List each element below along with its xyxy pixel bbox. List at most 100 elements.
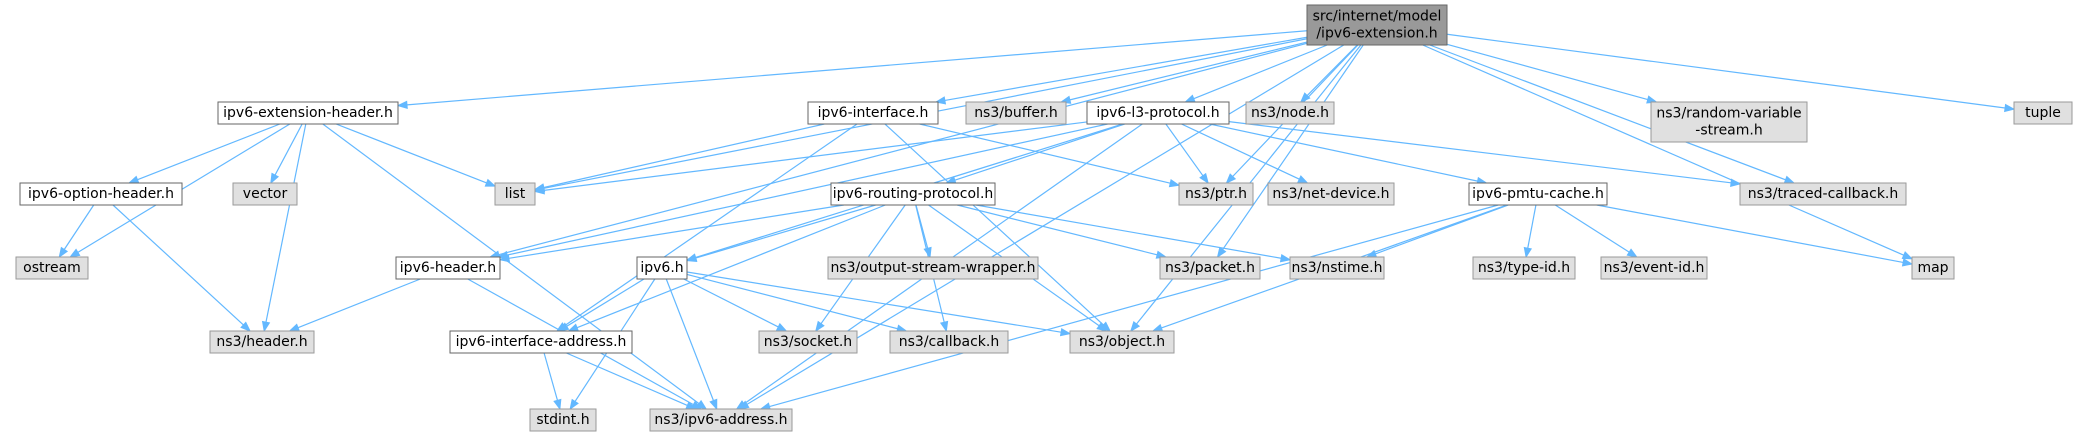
node-label-tuple: tuple <box>2025 105 2061 121</box>
arrowhead-routing-to-object <box>1096 322 1108 332</box>
node-box-socket <box>758 330 858 354</box>
arrowhead-l3-to-ipv6addr <box>735 400 747 410</box>
edge-root-to-tuple <box>1446 33 2006 109</box>
edge-root-to-ext_header <box>406 30 1308 106</box>
edge-pmtu-to-nstime <box>1375 204 1509 255</box>
arrowhead-routing-to-ipv6 <box>685 253 698 263</box>
edge-ext_header-to-list <box>335 123 487 184</box>
edge-root-to-packet <box>1222 44 1364 250</box>
edge-ifaceaddr-to-stdint <box>543 352 559 401</box>
node-label-object: ns3/object.h <box>1079 334 1165 350</box>
node-eventid: ns3/event-id.h <box>1600 256 1708 280</box>
node-iface[interactable]: ipv6-interface.h <box>807 101 939 125</box>
arrowhead-root-to-object <box>1129 320 1141 333</box>
arrowhead-root-to-packet <box>1216 246 1227 259</box>
node-l3[interactable]: ipv6-l3-protocol.h <box>1086 101 1230 125</box>
node-label-traced: ns3/traced-callback.h <box>1748 186 1899 202</box>
edge-opt_header-to-header <box>112 204 244 326</box>
node-label-root: src/internet/model <box>1313 9 1442 25</box>
edge-root-to-buffer <box>1069 41 1308 101</box>
node-map: map <box>1911 256 1955 280</box>
node-header: ns3/header.h <box>209 330 315 354</box>
arrowhead-opt_header-to-header <box>240 321 252 332</box>
node-ifaceaddr[interactable]: ipv6-interface-address.h <box>449 330 633 354</box>
arrowhead-pmtu-to-typeid <box>1523 246 1533 259</box>
node-box-ipv6 <box>636 256 688 280</box>
node-pmtu[interactable]: ipv6-pmtu-cache.h <box>1468 182 1608 206</box>
node-label-l3: ipv6-l3-protocol.h <box>1096 105 1219 121</box>
node-ptr: ns3/ptr.h <box>1178 182 1254 206</box>
node-label-routing: ipv6-routing-protocol.h <box>833 186 994 202</box>
edge-routing-to-packet <box>957 204 1158 256</box>
node-label-pmtu: ipv6-pmtu-cache.h <box>1472 186 1604 202</box>
arrowhead-ext_header-to-ostream <box>68 248 81 258</box>
arrowhead-ipv6-to-socket <box>775 322 788 332</box>
node-box-vector <box>232 182 298 206</box>
node-box-buffer <box>965 101 1067 125</box>
node-label-ipv6addr: ns3/ipv6-address.h <box>654 412 787 428</box>
node-box-nstime <box>1289 256 1385 280</box>
node-box-ipv6addr <box>649 408 793 432</box>
node-packet: ns3/packet.h <box>1159 256 1261 280</box>
arrowhead-ipv6-to-ipv6addr <box>709 398 718 411</box>
arrowhead-opt_header-to-ostream <box>58 246 69 259</box>
node-box-header <box>209 330 315 354</box>
node-tuple: tuple <box>2013 101 2073 125</box>
edge-l3-to-traced <box>1228 121 1732 184</box>
edge-pmtu-to-ipv6addr <box>769 204 1499 408</box>
node-label-node: ns3/node.h <box>1251 105 1329 121</box>
node-box-l3 <box>1086 101 1230 125</box>
node-object: ns3/object.h <box>1069 330 1175 354</box>
node-socket: ns3/socket.h <box>758 330 858 354</box>
node-box-map <box>1911 256 1955 280</box>
node-box-iface <box>807 101 939 125</box>
arrowhead-ipv6-to-stdint <box>569 398 579 411</box>
arrowhead-routing-to-socket <box>815 320 825 333</box>
node-box-stdint <box>529 408 597 432</box>
node-opt_header[interactable]: ipv6-option-header.h <box>19 182 183 206</box>
edge-root-to-l3 <box>1193 44 1328 100</box>
edge-pmtu-to-typeid <box>1527 204 1537 249</box>
node-box-ptr <box>1178 182 1254 206</box>
node-box-typeid <box>1472 256 1576 280</box>
arrowhead-root-to-map <box>1901 251 1914 260</box>
node-box-ifaceaddr <box>449 330 633 354</box>
edge-routing-to-ifaceaddr <box>576 204 886 329</box>
edge-iface-to-ifaceaddr <box>564 123 858 327</box>
node-label-opt_header: ipv6-option-header.h <box>28 186 174 202</box>
arrowhead-l3-to-netdev <box>1297 175 1309 184</box>
node-ext_header[interactable]: ipv6-extension-header.h <box>217 101 399 125</box>
edge-ext_header-to-opt_header <box>137 123 281 181</box>
arrowhead-iface-to-ptr <box>1168 178 1181 188</box>
node-ipv6hdr[interactable]: ipv6-header.h <box>395 256 501 280</box>
node-outstream: ns3/output-stream-wrapper.h <box>827 256 1039 280</box>
edge-root-to-ipv6hdr <box>498 42 1308 256</box>
node-box-randvar <box>1650 101 1808 143</box>
node-box-object <box>1069 330 1175 354</box>
edge-l3-to-ptr <box>1165 123 1204 177</box>
edge-pmtu-to-eventid <box>1554 204 1630 253</box>
arrowhead-ext_header-to-header <box>261 320 271 333</box>
node-buffer: ns3/buffer.h <box>965 101 1067 125</box>
node-label-ext_header: ipv6-extension-header.h <box>223 105 393 121</box>
node-label-outstream: ns3/output-stream-wrapper.h <box>830 260 1035 276</box>
arrowhead-pmtu-to-object <box>1151 323 1164 332</box>
edge-iface-to-list <box>543 123 825 189</box>
edge-l3-to-netdev <box>1181 123 1300 180</box>
edge-root-to-randvar <box>1446 43 1648 101</box>
arrowhead-root-to-tuple <box>2004 103 2016 113</box>
node-label-ifaceaddr: ipv6-interface-address.h <box>456 334 627 350</box>
arrowhead-root-to-ext_header <box>396 100 408 110</box>
node-ipv6[interactable]: ipv6.h <box>636 256 688 280</box>
node-label-socket: ns3/socket.h <box>764 334 852 350</box>
node-callback: ns3/callback.h <box>889 330 1009 354</box>
node-root: src/internet/model/ipv6-extension.h <box>1306 4 1448 46</box>
edge-l3-to-routing <box>954 123 1125 181</box>
edge-ipv6-to-callback <box>686 273 898 330</box>
arrowhead-ipv6-to-ifaceaddr <box>557 322 570 332</box>
node-box-opt_header <box>19 182 183 206</box>
node-label-ostream: ostream <box>23 260 81 276</box>
edge-ipv6-to-ipv6addr <box>665 278 715 401</box>
node-routing[interactable]: ipv6-routing-protocol.h <box>830 182 996 206</box>
node-label-eventid: ns3/event-id.h <box>1604 260 1705 276</box>
